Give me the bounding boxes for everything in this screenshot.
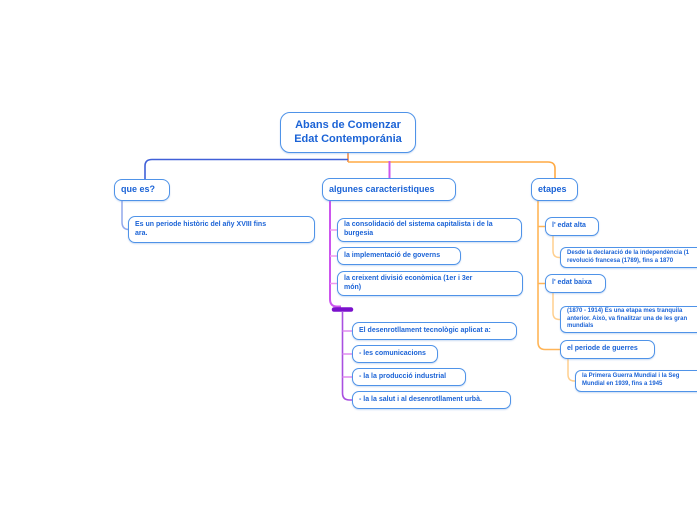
node-etapes-note-3[interactable]: la Primera Guerra Mundial i la Seg Mundi…: [575, 370, 697, 392]
node-caracteristiques[interactable]: algunes caracteristiques: [322, 178, 456, 201]
node-caracteristiques-child-3[interactable]: la creixent divisió econòmica (1er i 3er…: [337, 271, 523, 296]
node-etapes-note-1[interactable]: Desde la declaració de la independència …: [560, 247, 697, 268]
node-que-es-child[interactable]: Es un periode històric del añy XVIII fin…: [128, 216, 315, 243]
node-caracteristiques-child-1[interactable]: la consolidació del sistema capitalista …: [337, 218, 522, 242]
note-connector-r3: [567, 359, 575, 382]
node-caracteristiques-child-4[interactable]: El desenrotllament tecnològic aplicat a:: [352, 322, 517, 340]
node-etapes[interactable]: etapes: [531, 178, 578, 201]
note-connector-r1: [552, 236, 560, 259]
node-caracteristiques-child-2[interactable]: la implementació de governs: [337, 247, 461, 265]
node-root[interactable]: Abans de Comenzar Edat Contemporánia: [280, 112, 416, 153]
branch-connector-etapes: [348, 161, 556, 178]
node-caracteristiques-child-7[interactable]: - la la salut i al desenrotllament urbà.: [352, 391, 511, 409]
sub-branch-spine: [341, 311, 352, 401]
node-etapes-child-2[interactable]: l' edat baixa: [545, 274, 606, 293]
node-que-es[interactable]: que es?: [114, 179, 170, 201]
note-connector-r2: [552, 293, 560, 321]
branch-connector-que-es: [144, 158, 348, 179]
node-caracteristiques-child-6[interactable]: - la la producció industrial: [352, 368, 466, 386]
node-etapes-child-3[interactable]: el periode de guerres: [560, 340, 655, 359]
node-etapes-child-1[interactable]: l' edat alta: [545, 217, 599, 236]
node-caracteristiques-child-5[interactable]: - les comunicacions: [352, 345, 438, 363]
node-etapes-note-2[interactable]: (1870 - 1914) Es una etapa mes tranquila…: [560, 306, 697, 333]
